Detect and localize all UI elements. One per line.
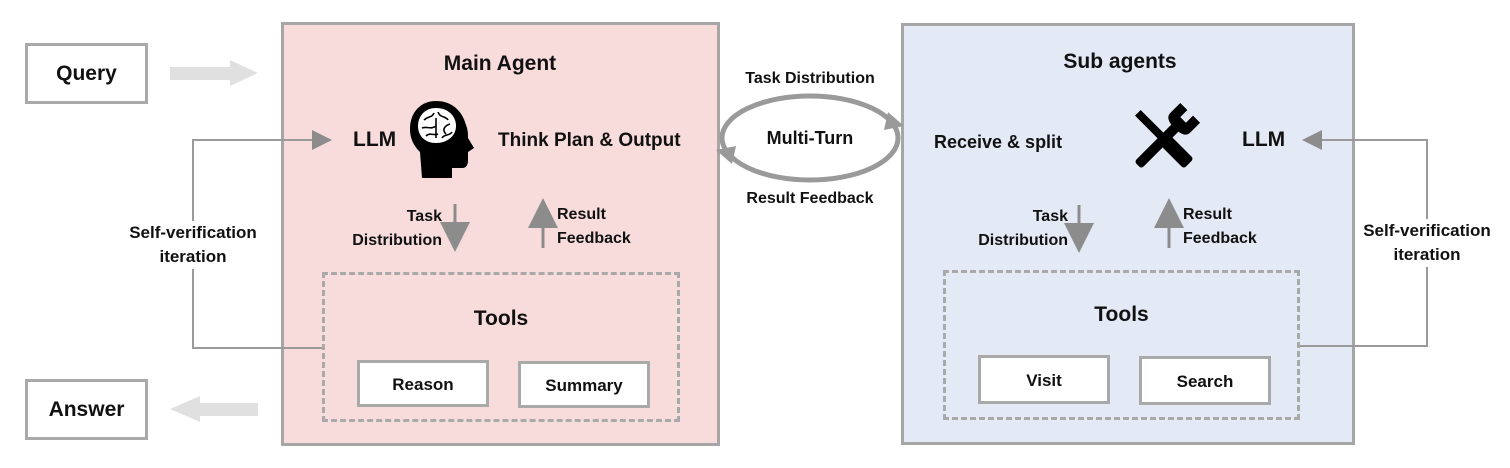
answer-arrow	[170, 396, 258, 422]
sub-tools-box: Tools Visit Search	[943, 270, 1300, 420]
think-plan-label: Think Plan & Output	[498, 130, 681, 151]
main-result-feedback-label: Result Feedback	[557, 206, 631, 247]
visit-tool-box: Visit	[978, 355, 1110, 404]
main-llm-label: LLM	[353, 128, 397, 151]
self-verification-label-left: Self-verification iteration	[120, 221, 266, 269]
sub-task-distribution-label: Task Distribution	[978, 208, 1068, 249]
reason-tool-label: Reason	[392, 375, 454, 394]
query-label: Query	[56, 62, 117, 85]
summary-tool-label: Summary	[545, 376, 623, 395]
reason-tool-box: Reason	[357, 360, 489, 407]
query-box: Query	[25, 43, 148, 104]
middle-task-distribution-label: Task Distribution	[745, 70, 875, 87]
multi-turn-label: Multi-Turn	[766, 128, 854, 148]
main-agent-title: Main Agent	[443, 52, 557, 75]
summary-tool-box: Summary	[518, 361, 650, 408]
brain-head-icon	[410, 101, 474, 178]
search-tool-box: Search	[1139, 356, 1271, 405]
main-tools-title: Tools	[473, 307, 529, 330]
multi-turn-ellipse	[719, 93, 901, 183]
search-tool-label: Search	[1176, 372, 1234, 391]
multi-turn-arrowhead-left	[716, 146, 736, 164]
answer-label: Answer	[48, 398, 125, 421]
tools-icon	[1135, 102, 1201, 168]
receive-split-label: Receive & split	[934, 132, 1063, 152]
sub-llm-label: LLM	[1242, 128, 1286, 151]
answer-box: Answer	[25, 379, 148, 440]
sub-tools-title: Tools	[1094, 303, 1149, 326]
main-task-distribution-label: Task Distribution	[352, 208, 442, 249]
multi-turn-arrowhead-right	[884, 112, 904, 130]
self-verification-label-right: Self-verification iteration	[1355, 219, 1499, 267]
query-arrow	[170, 60, 258, 86]
visit-tool-label: Visit	[1026, 371, 1062, 390]
main-tools-box: Tools Reason Summary	[322, 272, 680, 422]
middle-result-feedback-label: Result Feedback	[746, 190, 874, 207]
sub-result-feedback-label: Result Feedback	[1183, 206, 1257, 247]
sub-agents-panel	[901, 23, 1355, 445]
sub-agents-title: Sub agents	[1063, 50, 1177, 73]
